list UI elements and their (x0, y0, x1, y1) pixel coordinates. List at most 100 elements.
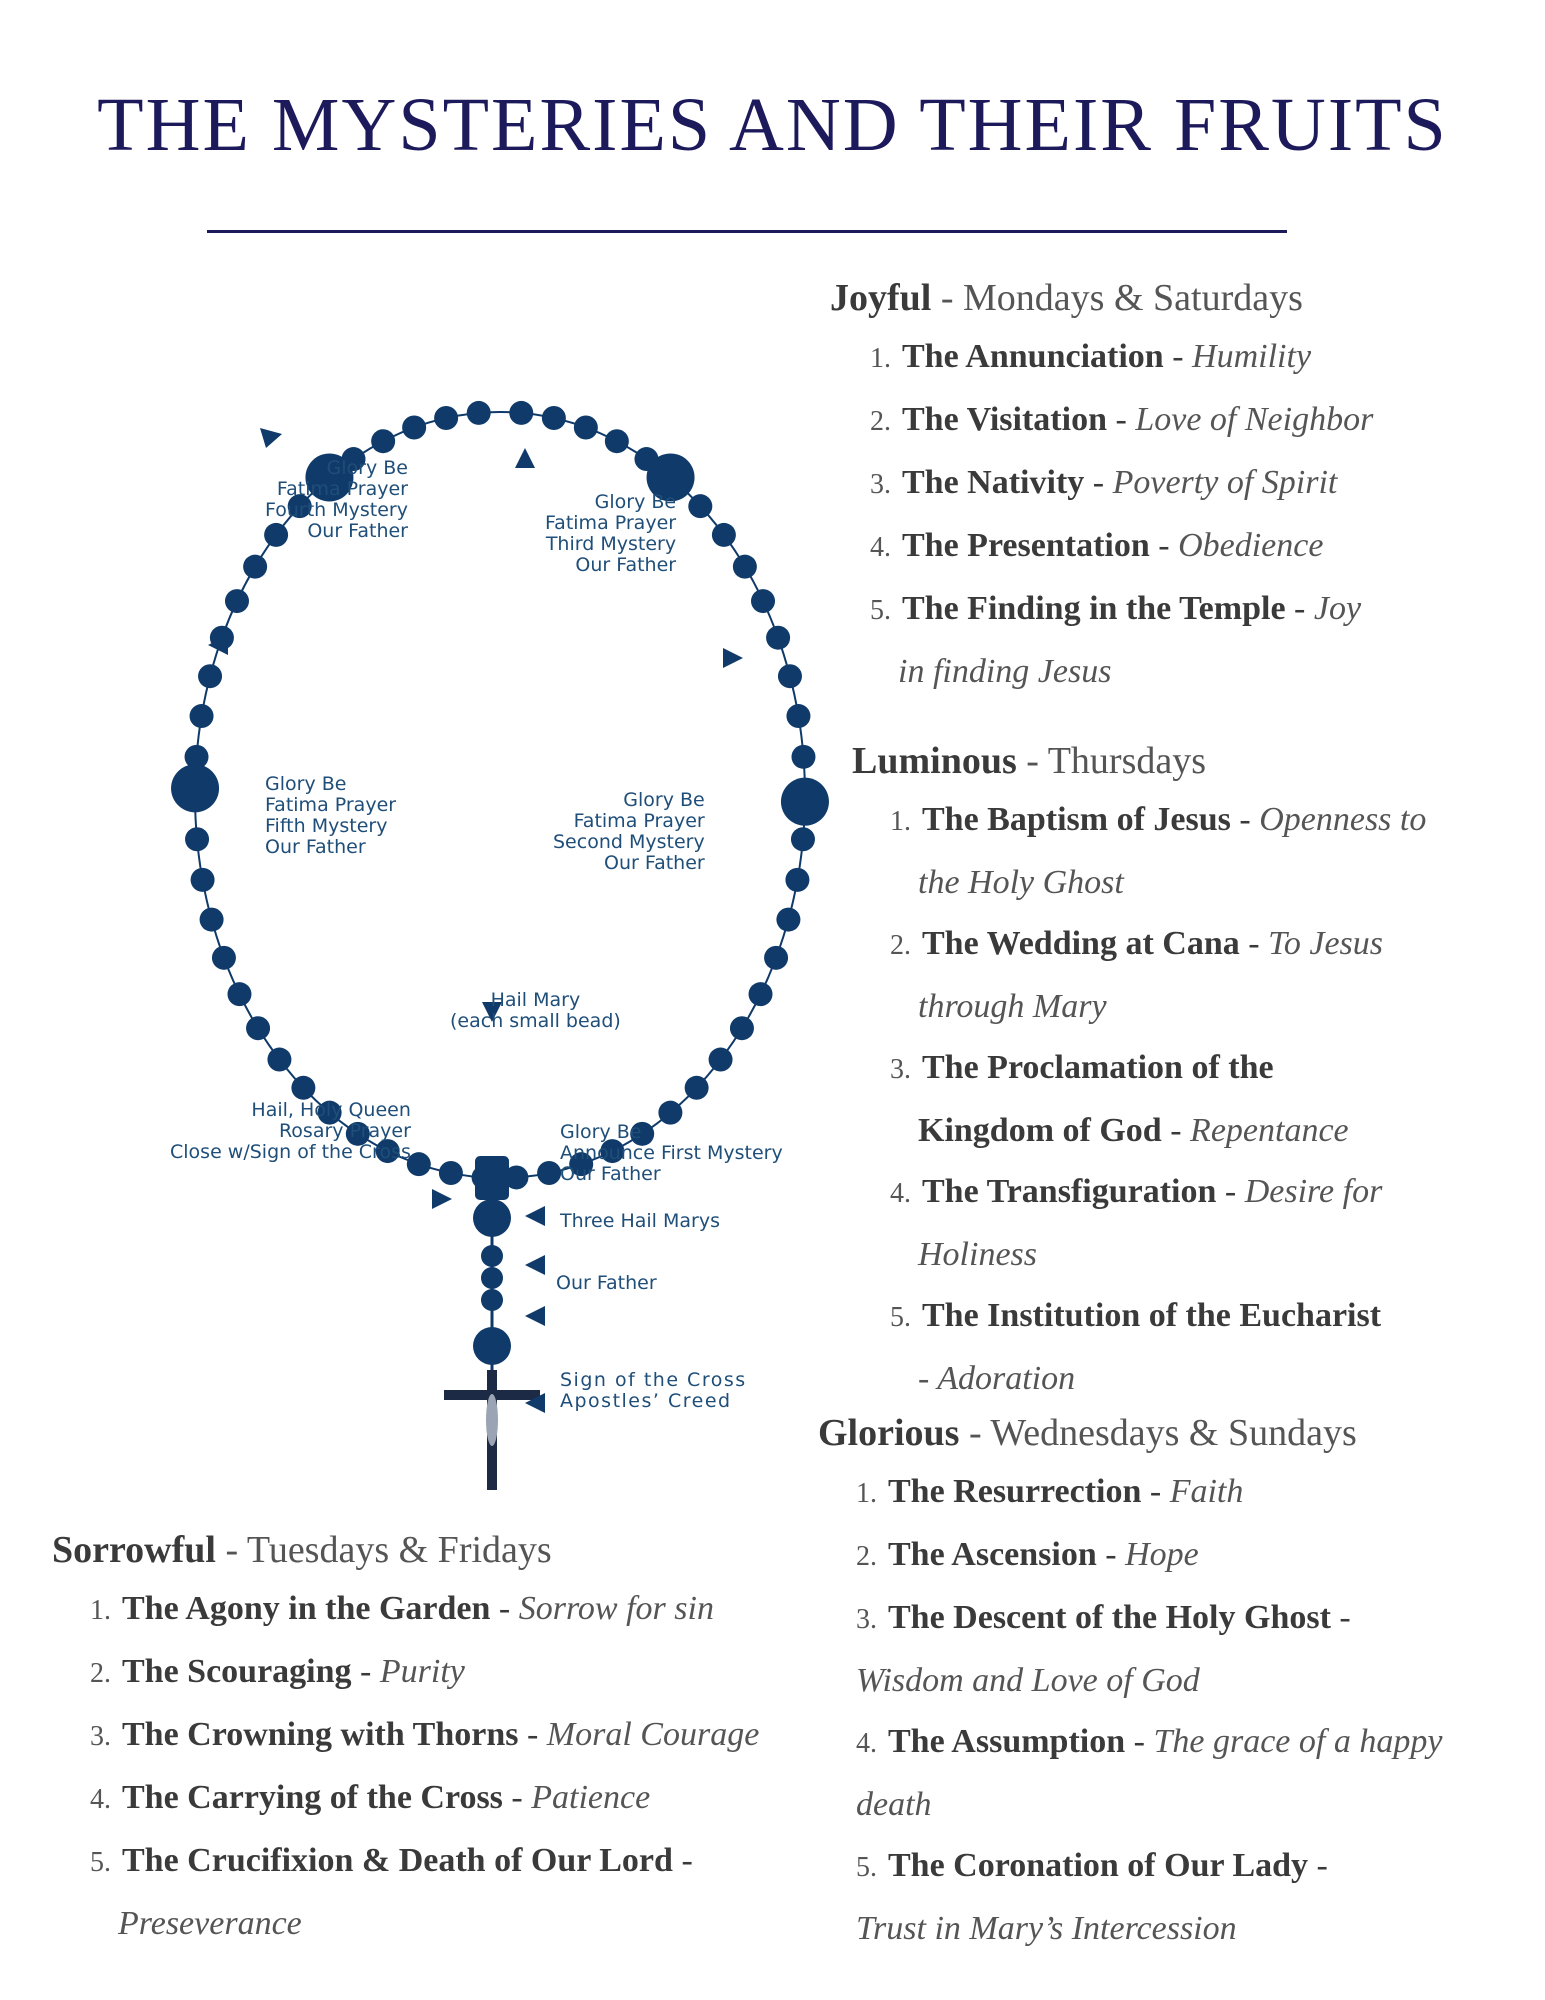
small-bead (184, 744, 209, 769)
list-item: 3.The Nativity - Poverty of Spirit (870, 464, 1338, 501)
crucifix-corpus (486, 1394, 498, 1446)
small-bead (688, 494, 713, 519)
label-fourth-mystery: Glory Be Fatima Prayer Fourth Mystery Ou… (265, 457, 408, 542)
list-item: 5.The Crucifixion & Death of Our Lord - (90, 1842, 693, 1879)
pointer-arrow-icon (723, 648, 743, 668)
pointer-arrow-icon (525, 1393, 545, 1413)
small-bead (729, 1016, 754, 1041)
item-continuation: - Adoration (918, 1360, 1076, 1397)
small-bead (190, 867, 215, 892)
item-continuation: through Mary (918, 988, 1107, 1025)
pointer-arrow-icon (525, 1255, 545, 1275)
section-heading: Luminous - Thursdays (852, 740, 1207, 782)
small-bead (764, 945, 789, 970)
centerpiece-medal (475, 1156, 509, 1200)
small-bead (776, 907, 801, 932)
small-bead (287, 494, 312, 519)
small-bead (264, 522, 289, 547)
label-second-mystery: Glory Be Fatima Prayer Second Mystery Ou… (553, 789, 705, 874)
list-item: 4.The Carrying of the Cross - Patience (90, 1779, 651, 1816)
small-bead (243, 554, 268, 579)
section-luminous: Luminous - Thursdays 1.The Baptism of Je… (852, 733, 1426, 1409)
large-bead (171, 764, 220, 813)
label-closing-prayers: Hail, Holy Queen Rosary Prayer Close w/S… (170, 1099, 411, 1163)
section-sorrowful: Sorrowful - Tuesdays & Fridays 1.The Ago… (52, 1522, 759, 1954)
list-item: 1.The Resurrection - Faith (856, 1473, 1244, 1510)
label-three-hail-marys: Three Hail Marys (560, 1210, 720, 1232)
small-bead (227, 982, 252, 1007)
small-bead (748, 982, 773, 1007)
small-bead (509, 400, 534, 425)
pointer-arrow-icon (525, 1206, 545, 1226)
item-continuation: the Holy Ghost (918, 864, 1124, 901)
small-bead (189, 704, 214, 729)
small-bead (604, 429, 629, 454)
list-item: 4.The Transfiguration - Desire for (890, 1173, 1383, 1210)
small-bead (732, 554, 757, 579)
pointer-arrow-icon (208, 635, 228, 655)
small-bead (785, 867, 810, 892)
small-bead (504, 1165, 529, 1190)
label-third-mystery: Glory Be Fatima Prayer Third Mystery Our… (545, 491, 677, 576)
small-bead (199, 907, 224, 932)
item-continuation: Preseverance (118, 1905, 302, 1942)
title-divider (207, 230, 1287, 233)
small-bead (198, 664, 223, 689)
list-item: 4.The Assumption - The grace of a happy (856, 1723, 1443, 1760)
large-bead (305, 453, 354, 502)
small-bead (751, 589, 776, 614)
label-fifth-mystery: Glory Be Fatima Prayer Fifth Mystery Our… (265, 773, 397, 858)
small-bead (246, 1016, 271, 1041)
small-bead (481, 1289, 503, 1311)
label-hail-mary: Hail Mary (each small bead) (450, 989, 621, 1032)
item-continuation: Holiness (918, 1236, 1037, 1273)
small-bead (766, 625, 791, 650)
list-item: 1.The Annunciation - Humility (870, 338, 1312, 375)
item-continuation: in finding Jesus (898, 653, 1112, 690)
small-bead (711, 522, 736, 547)
list-item: 1.The Baptism of Jesus - Openness to (890, 801, 1427, 838)
list-item: 1.The Agony in the Garden - Sorrow for s… (90, 1590, 714, 1627)
large-bead (473, 1199, 511, 1237)
pointer-arrow-icon (482, 1002, 502, 1022)
pointer-arrow-icon (432, 1189, 452, 1209)
small-bead (211, 945, 236, 970)
small-bead (777, 664, 802, 689)
small-bead (786, 704, 811, 729)
item-continuation: Trust in Mary’s Intercession (856, 1910, 1237, 1947)
small-bead (537, 1161, 562, 1186)
small-bead (466, 400, 491, 425)
small-bead (406, 1152, 431, 1177)
list-item: 4.The Presentation - Obedience (870, 527, 1324, 564)
label-cross: Sign of the Cross Apostles’ Creed (560, 1369, 747, 1412)
list-item: 3.The Proclamation of the (890, 1049, 1274, 1086)
small-bead (375, 1139, 400, 1164)
list-item: 5.The Finding in the Temple - Joy (870, 590, 1362, 627)
list-item: 2.The Wedding at Cana - To Jesus (890, 925, 1384, 962)
small-bead (185, 827, 210, 852)
list-item: 3.The Crowning with Thorns - Moral Coura… (90, 1716, 760, 1753)
large-bead (646, 453, 695, 502)
small-bead (708, 1047, 733, 1072)
small-bead (345, 1121, 370, 1146)
page-title: THE MYSTERIES AND THEIR FRUITS (97, 83, 1448, 167)
small-bead (569, 1152, 594, 1177)
list-item: 5.The Coronation of Our Lady - (856, 1847, 1328, 1884)
label-first-mystery: Glory Be Announce First Mystery Our Fath… (560, 1121, 783, 1185)
small-bead (317, 1100, 342, 1125)
small-bead (684, 1075, 709, 1100)
small-bead (481, 1267, 503, 1289)
small-bead (790, 827, 815, 852)
rosary-diagram: Glory Be Fatima Prayer Fourth Mystery Ou… (150, 300, 830, 1490)
section-heading: Joyful - Mondays & Saturdays (830, 277, 1303, 319)
section-heading: Glorious - Wednesdays & Sundays (818, 1412, 1357, 1454)
small-bead (438, 1161, 463, 1186)
small-bead (573, 415, 598, 440)
small-bead (600, 1139, 625, 1164)
item-continuation: Wisdom and Love of God (856, 1662, 1200, 1699)
small-bead (658, 1100, 683, 1125)
small-bead (371, 429, 396, 454)
pointer-arrow-icon (525, 1306, 545, 1326)
large-bead (473, 1327, 511, 1365)
list-item: 2.The Ascension - Hope (856, 1536, 1199, 1573)
